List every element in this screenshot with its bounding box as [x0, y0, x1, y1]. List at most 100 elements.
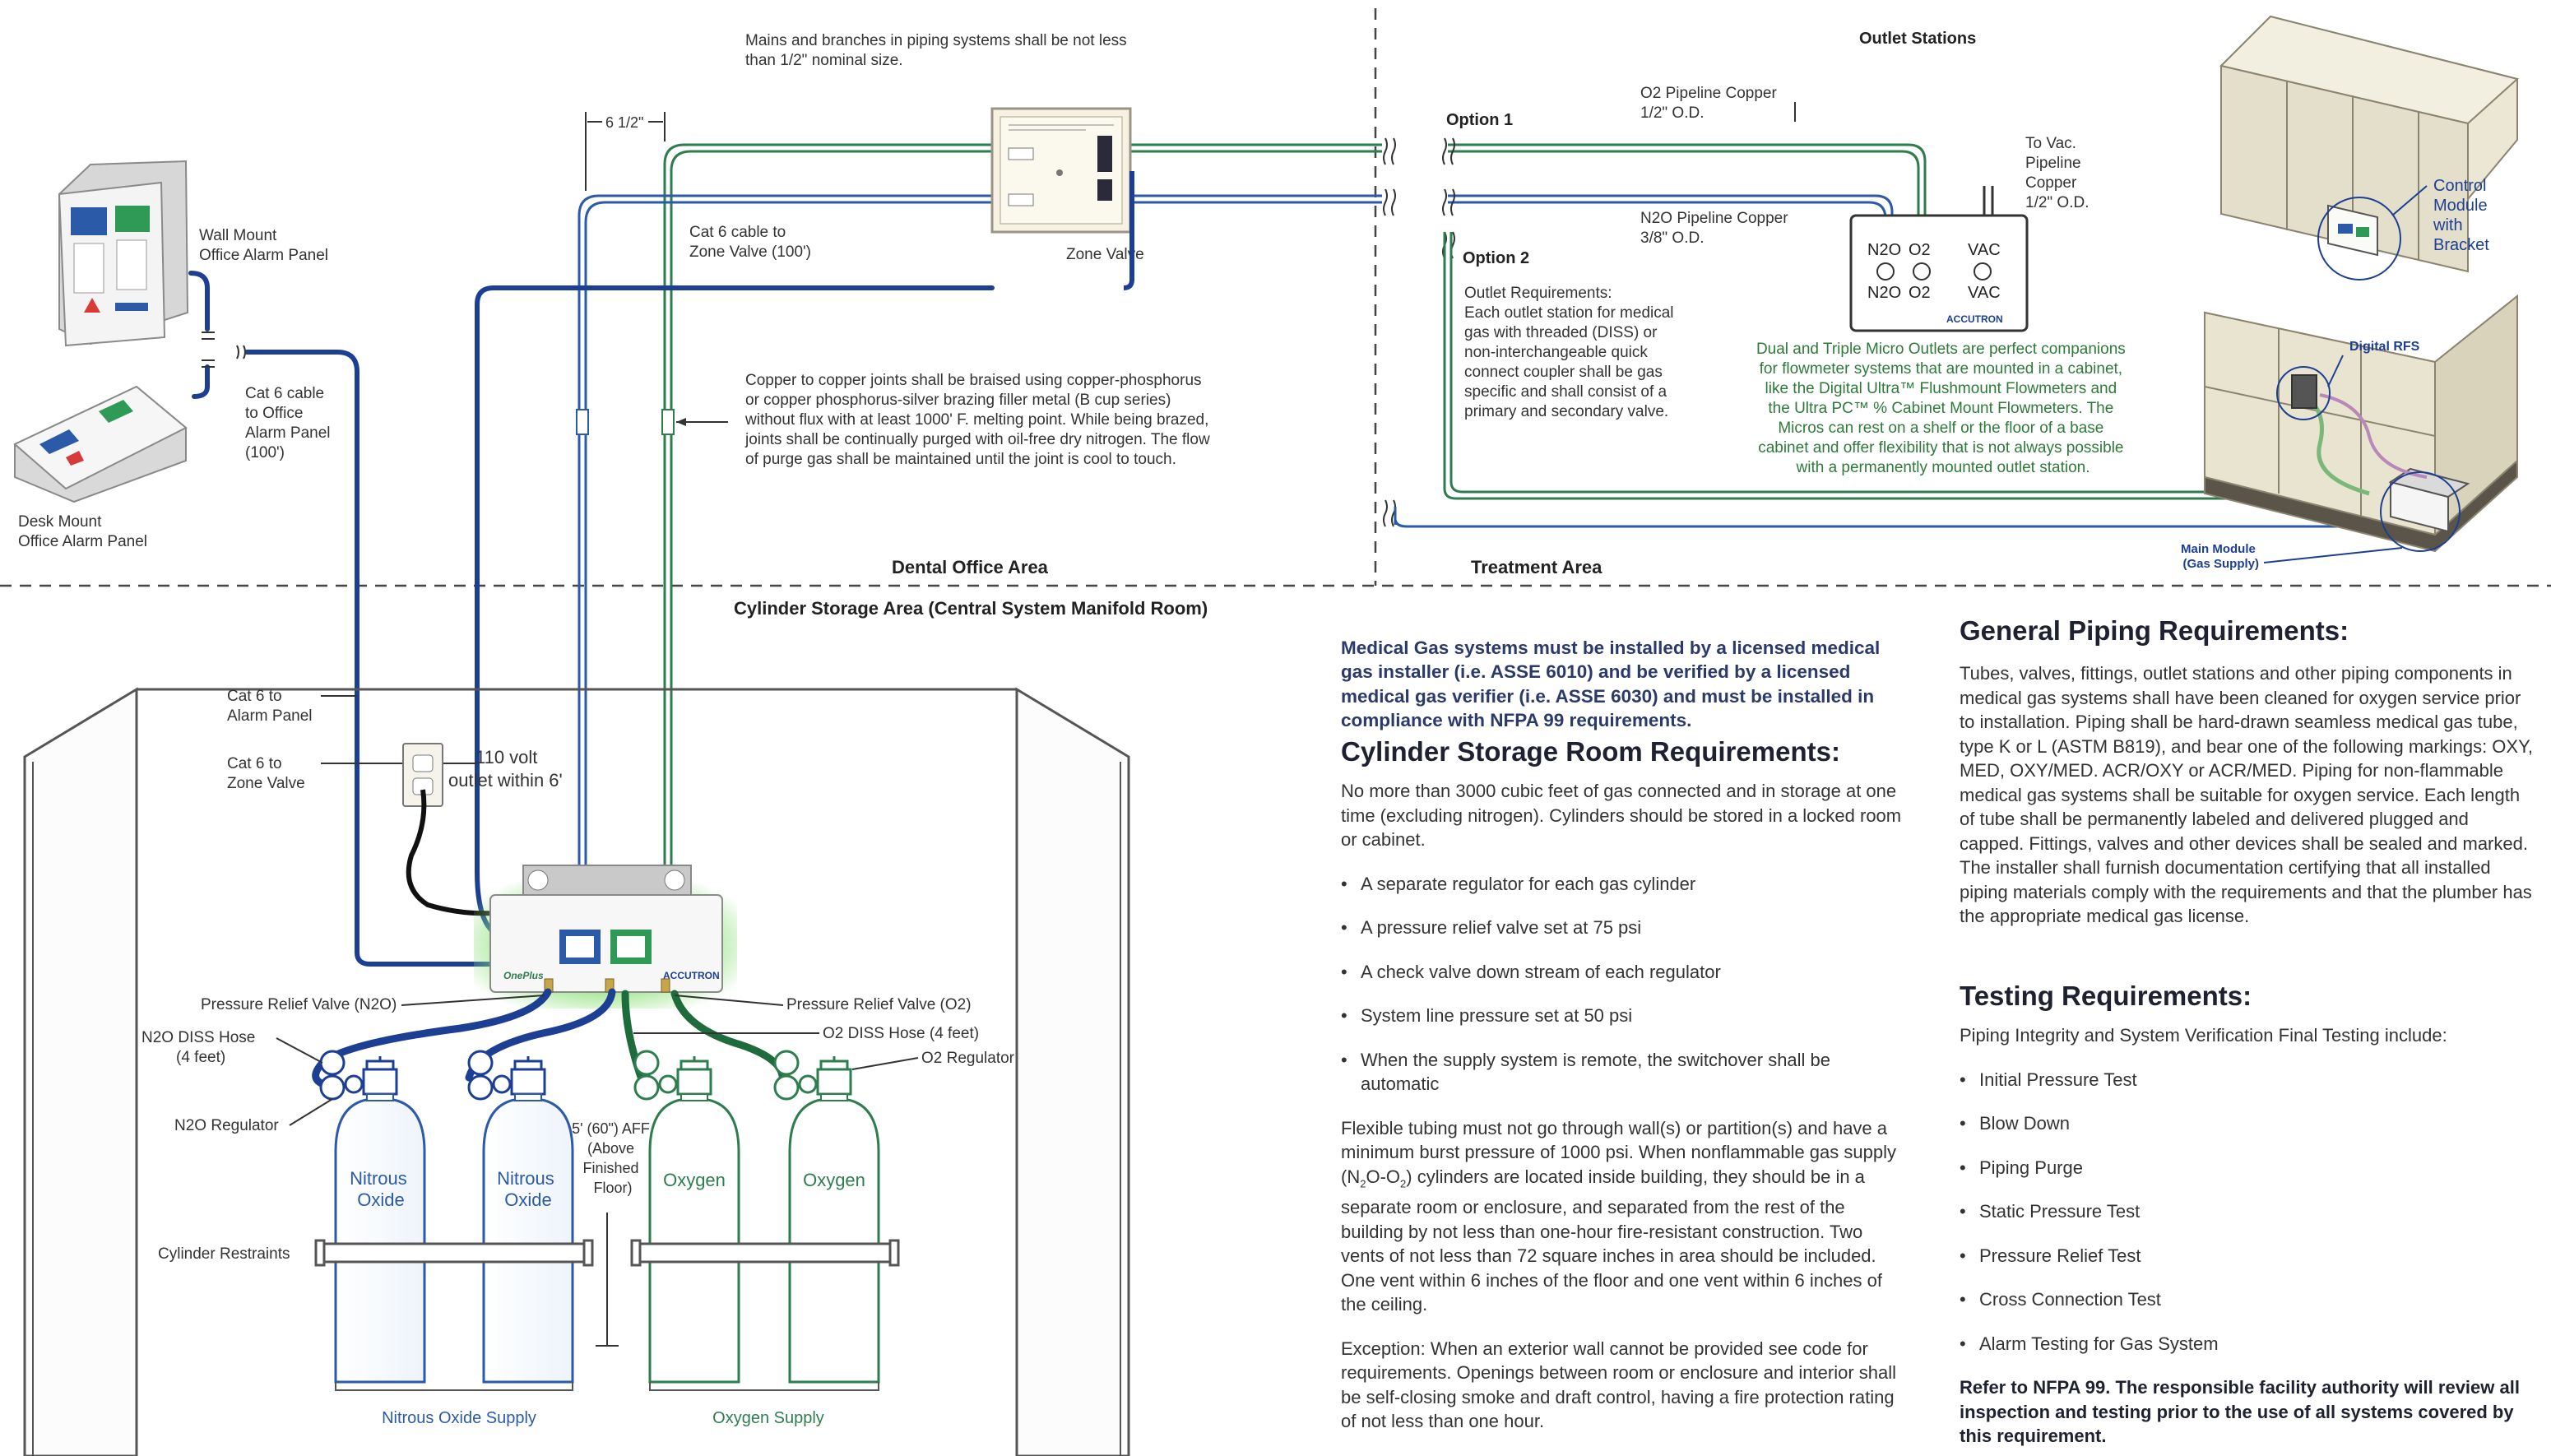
area-label-cylinder-storage: Cylinder Storage Area (Central System Ma…	[734, 598, 1208, 619]
manifold-unit	[489, 865, 723, 993]
joint-pointer-arrow	[676, 418, 686, 426]
manifold-brand: OnePlus	[503, 970, 544, 981]
callout-line-main	[2263, 547, 2403, 563]
cylinder-room-heading: Cylinder Storage Room Requirements:	[1341, 736, 1840, 767]
list-item: When the supply system is remote, the sw…	[1341, 1048, 1910, 1097]
cylinder-restraints	[314, 1239, 900, 1267]
control-module-label: Control Module with Bracket	[2433, 177, 2492, 254]
note-copper-joints: Copper to copper joints shall be braised…	[744, 372, 1214, 468]
cabinet-illustration	[2204, 15, 2520, 553]
cylinder-room-para2: Flexible tubing must not go through wall…	[1341, 1117, 1896, 1315]
intro-panel: Medical Gas systems must be installed by…	[1341, 617, 1909, 751]
prv-o2-pointer	[674, 995, 784, 1006]
manifold-maker: ACCUTRON	[663, 970, 720, 981]
zone-valve-label: Zone Valve	[1066, 246, 1144, 263]
power-cord	[406, 789, 494, 916]
wall-mount-panel	[58, 160, 189, 347]
n2o-diss-label: N2O DISS Hose (4 feet)	[141, 1029, 260, 1066]
intro-text: Medical Gas systems must be installed by…	[1341, 637, 1881, 731]
regulator-o2-1	[633, 1050, 712, 1101]
regulator-n2o-2	[467, 1050, 546, 1101]
prv-o2-label: Pressure Relief Valve (O2)	[786, 996, 972, 1013]
option2-label: Option 2	[1463, 249, 1529, 267]
supply-brackets	[335, 1382, 879, 1391]
cat6-zone-label: Cat 6 cable to Zone Valve (100')	[689, 224, 811, 261]
area-label-treatment: Treatment Area	[1471, 557, 1602, 577]
o2-regulator-label: O2 Regulator	[921, 1050, 1015, 1067]
prv-n2o-pointer	[401, 995, 545, 1006]
cylinder-room-requirements: Cylinder Storage Room Requirements: No m…	[1341, 736, 1910, 1434]
list-item: Alarm Testing for Gas System	[1960, 1332, 2535, 1356]
n2o-supply-label: Nitrous Oxide Supply	[382, 1409, 536, 1427]
wall-mount-label: Wall Mount Office Alarm Panel	[199, 227, 328, 264]
outlet-110-label: 110 volt outlet within 6'	[448, 747, 563, 791]
o2-supply-label: Oxygen Supply	[712, 1409, 824, 1427]
pipe-break-marks	[1383, 137, 1455, 527]
list-item: Cross Connection Test	[1960, 1287, 2535, 1312]
testing-intro: Piping Integrity and System Verification…	[1960, 1025, 2447, 1046]
testing-requirements: Testing Requirements: Piping Integrity a…	[1960, 981, 2535, 1449]
list-item: Initial Pressure Test	[1960, 1068, 2535, 1092]
dimension-6half-label: 6 1/2"	[605, 114, 643, 131]
cat6-alarm-label: Cat 6 to Alarm Panel	[227, 688, 313, 725]
list-item: Piping Purge	[1960, 1156, 2535, 1180]
cat6-zone2-label: Cat 6 to Zone Valve	[227, 755, 305, 792]
cylinder-room-para1: No more than 3000 cubic feet of gas conn…	[1341, 781, 1902, 850]
area-label-outlet-stations: Outlet Stations	[1859, 30, 1976, 48]
main-module-label: Main Module (Gas Supply)	[2181, 542, 2259, 571]
cylinder-o2-2-label: Oxygen	[803, 1170, 865, 1190]
outlet-station-box	[1849, 214, 2029, 332]
outlet-labels-top: N2O O2 VAC	[1867, 241, 2001, 259]
digital-rfs-label: Digital RFS	[2349, 340, 2420, 354]
outlet-labels-bottom: N2O O2 VAC	[1867, 284, 2001, 302]
n2o-diss-pointer	[276, 1037, 323, 1064]
zone-valve-box	[990, 107, 1132, 234]
callout-circle-rfs	[2276, 366, 2331, 420]
o2-diss-label: O2 DISS Hose (4 feet)	[823, 1025, 979, 1042]
testing-heading: Testing Requirements:	[1960, 981, 2252, 1011]
vac-pipe	[1983, 186, 1994, 216]
joint-o2	[661, 409, 675, 435]
o2-pipeline-label: O2 Pipeline Copper 1/2" O.D.	[1640, 85, 1781, 122]
regulator-n2o-1	[319, 1050, 398, 1101]
desk-mount-panel	[13, 385, 188, 503]
list-item: A separate regulator for each gas cylind…	[1341, 872, 1910, 897]
option1-label: Option 1	[1446, 111, 1513, 129]
cat6-office-label: Cat 6 cable to Office Alarm Panel (100')	[245, 385, 335, 461]
callout-line-rfs	[2327, 355, 2344, 387]
cylinder-room-para3: Exception: When an exterior wall cannot …	[1341, 1338, 1897, 1432]
o2-regulator-pointer	[851, 1057, 919, 1070]
cylinder-n2o-1-label: Nitrous Oxide	[350, 1168, 412, 1210]
cylinder-o2-2	[788, 1093, 880, 1384]
callout-circle-control	[2317, 197, 2401, 281]
note-mains: Mains and branches in piping systems sha…	[745, 32, 1131, 69]
testing-footer: Refer to NFPA 99. The responsible facili…	[1960, 1377, 2520, 1446]
note-micro-outlets: Dual and Triple Micro Outlets are perfec…	[1756, 341, 2130, 476]
aff-dimension	[596, 1213, 619, 1347]
list-item: Static Pressure Test	[1960, 1199, 2535, 1224]
cylinder-n2o-2	[482, 1093, 574, 1384]
cable-break-marks	[202, 332, 246, 368]
n2o-regulator-pointer	[289, 1098, 333, 1126]
cylinder-o2-1-label: Oxygen	[663, 1170, 726, 1190]
aff-label: 5' (60") AFF (Above Finished Floor)	[572, 1120, 654, 1196]
callout-circle-main	[2380, 471, 2461, 552]
n2o-pipeline	[577, 194, 1894, 868]
area-label-dental-office: Dental Office Area	[892, 557, 1049, 577]
room-walls	[23, 687, 1130, 1456]
vac-pipeline-label: To Vac. Pipeline Copper 1/2" O.D.	[2025, 135, 2090, 211]
desk-mount-label: Desk Mount Office Alarm Panel	[18, 513, 147, 550]
cylinder-room-bullets: A separate regulator for each gas cylind…	[1341, 872, 1910, 1097]
cylinder-n2o-2-label: Nitrous Oxide	[497, 1168, 559, 1210]
callout-line-control	[2391, 185, 2428, 216]
dimension-6half	[585, 112, 666, 191]
list-item: Pressure Relief Test	[1960, 1244, 2535, 1268]
option2-lines	[1394, 232, 2386, 528]
general-piping-heading: General Piping Requirements:	[1960, 615, 2349, 646]
o2-pipeline	[663, 143, 1927, 868]
list-item: A pressure relief valve set at 75 psi	[1341, 916, 1910, 940]
n2o-regulator-label: N2O Regulator	[174, 1117, 279, 1134]
note-outlet-requirements: Outlet Requirements: Each outlet station…	[1464, 285, 1678, 420]
cylinder-o2-1	[648, 1093, 740, 1384]
